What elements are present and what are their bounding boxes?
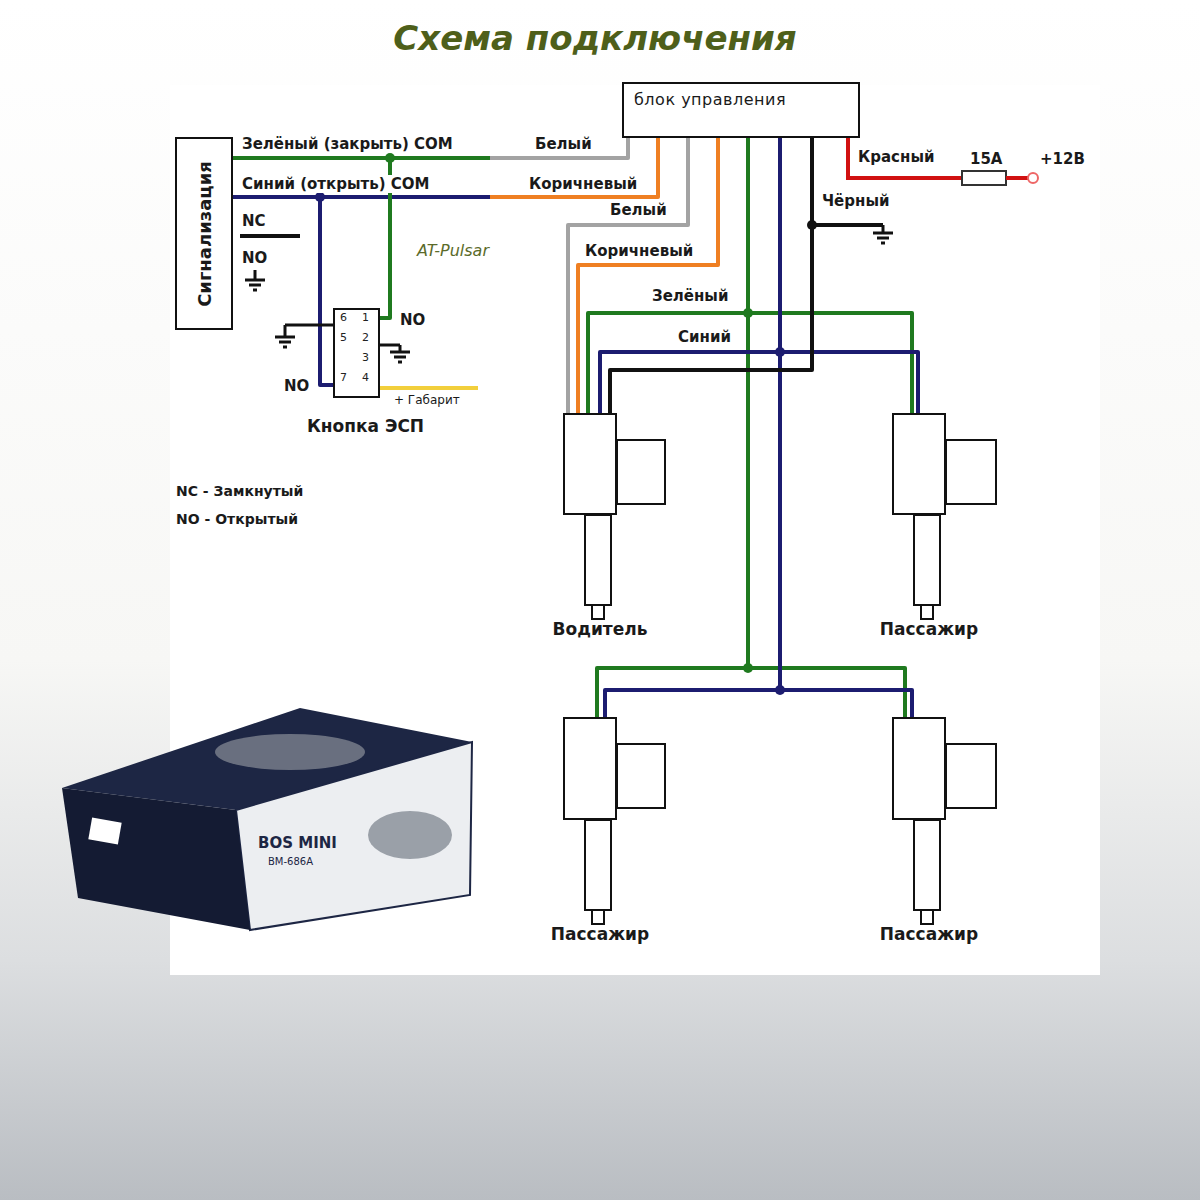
- product-box: [62, 708, 472, 930]
- wire-label: Белый: [533, 135, 594, 153]
- door-name: Пассажир: [551, 924, 649, 944]
- door-actuator: Пассажир: [892, 717, 946, 820]
- wire-label: Зелёный: [650, 287, 730, 305]
- diagram-title: Схема подключения: [0, 18, 1190, 58]
- pin-number: 5: [340, 332, 347, 344]
- power-wire: [848, 138, 1038, 185]
- wire: [610, 138, 812, 413]
- unit-name: блок управления: [624, 84, 796, 115]
- alarm-name: Сигнализация: [194, 161, 215, 307]
- wire-label: Коричневый: [527, 175, 639, 193]
- door-actuator: Пассажир: [563, 717, 617, 820]
- note: NO - Открытый: [176, 510, 298, 528]
- contact-label: NO: [240, 249, 269, 267]
- parking-light-wire: [380, 386, 478, 390]
- pin-number: 2: [362, 332, 369, 344]
- signal-label: + Габарит: [392, 393, 462, 407]
- wire-label: Красный: [856, 148, 936, 166]
- door-name: Водитель: [553, 619, 648, 639]
- wire-label: Коричневый: [583, 242, 695, 260]
- alarm-box: Сигнализация: [175, 137, 233, 330]
- diagram-panel: [170, 85, 1100, 975]
- door-actuator: Пассажир: [892, 413, 946, 515]
- contact-label: NO: [398, 311, 427, 329]
- pin-number: 7: [340, 372, 347, 384]
- fuse-rating: 15A: [968, 150, 1004, 168]
- model-note: AT-Pulsar: [415, 242, 491, 260]
- supply-label: +12В: [1038, 150, 1087, 168]
- control-unit: блок управления: [622, 82, 860, 138]
- wire: [233, 197, 333, 385]
- model-text: BM-686A: [268, 856, 313, 868]
- pin-number: 6: [340, 312, 347, 324]
- pin-number: 3: [362, 352, 369, 364]
- door-name: Пассажир: [880, 924, 978, 944]
- wire-segment: [610, 138, 812, 413]
- pin-number: 1: [362, 312, 369, 324]
- contact-label: NC: [240, 212, 268, 230]
- wire-label: Белый: [608, 201, 669, 219]
- brand-text: BOS MINI: [258, 834, 337, 852]
- pin-number: 4: [362, 372, 369, 384]
- note: NC - Замкнутый: [176, 482, 303, 500]
- wire-segment: [233, 197, 333, 385]
- wire-label: Чёрный: [820, 192, 891, 210]
- door-actuator: Водитель: [563, 413, 617, 515]
- wire-label: Синий (открыть) COM: [240, 175, 431, 193]
- contact-label: NO: [282, 377, 311, 395]
- wire-label: Зелёный (закрыть) COM: [240, 135, 455, 153]
- button-name: Кнопка ЭСП: [307, 416, 424, 436]
- door-name: Пассажир: [880, 619, 978, 639]
- wire-label: Синий: [676, 328, 733, 346]
